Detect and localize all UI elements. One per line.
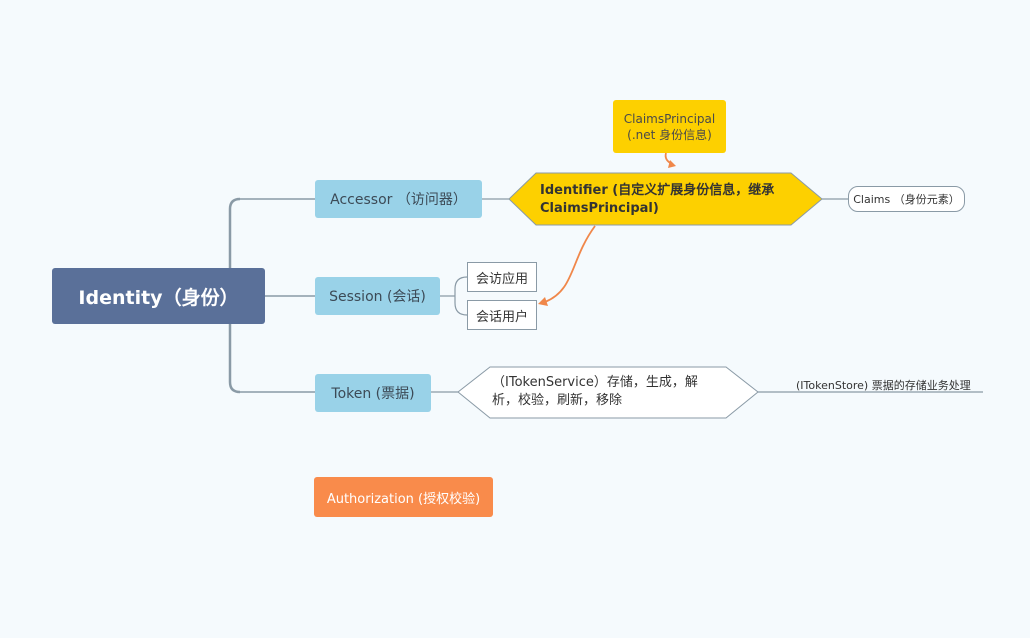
token-service-node[interactable]: （ITokenService）存储，生成，解析，校验，刷新，移除 <box>488 373 718 411</box>
identity-root-node[interactable]: Identity（身份） <box>52 268 265 324</box>
identifier-label: Identifier (自定义扩展身份信息，继承ClaimsPrincipal) <box>540 183 775 216</box>
claimsprincipal-arrowhead <box>668 160 676 168</box>
session-node[interactable]: Session (会话) <box>315 277 440 315</box>
session-child-app-node[interactable]: 会访应用 <box>467 262 537 292</box>
identifier-session-arrow <box>544 225 596 303</box>
claims-principal-node[interactable]: ClaimsPrincipal (.net 身份信息) <box>613 100 726 153</box>
session-child-user-label: 会话用户 <box>475 309 528 325</box>
identifier-node[interactable]: Identifier (自定义扩展身份信息，继承ClaimsPrincipal) <box>540 181 800 219</box>
session-label: Session (会话) <box>329 289 426 305</box>
claims-label: Claims （身份元素） <box>853 193 960 206</box>
claims-principal-line1: ClaimsPrincipal <box>623 111 716 126</box>
authorization-label: Authorization (授权校验) <box>326 491 481 507</box>
identifier-session-arrowhead <box>538 297 548 306</box>
token-store-label: (ITokenStore) 票据的存储业务处理 <box>796 379 971 392</box>
session-child-app-label: 会访应用 <box>475 271 528 287</box>
token-label: Token (票据) <box>331 386 415 402</box>
session-children-bracket <box>440 276 468 316</box>
token-node[interactable]: Token (票据) <box>315 374 431 412</box>
authorization-node[interactable]: Authorization (授权校验) <box>314 477 493 517</box>
claims-node[interactable]: Claims （身份元素） <box>848 186 965 212</box>
accessor-label: Accessor （访问器） <box>330 192 467 208</box>
token-service-label: （ITokenService）存储，生成，解析，校验，刷新，移除 <box>492 375 698 408</box>
session-child-user-node[interactable]: 会话用户 <box>467 300 537 330</box>
token-store-node[interactable]: (ITokenStore) 票据的存储业务处理 <box>796 377 982 393</box>
claims-principal-line2: (.net 身份信息) <box>627 127 712 142</box>
accessor-node[interactable]: Accessor （访问器） <box>315 180 482 218</box>
identity-root-label: Identity（身份） <box>78 286 239 309</box>
